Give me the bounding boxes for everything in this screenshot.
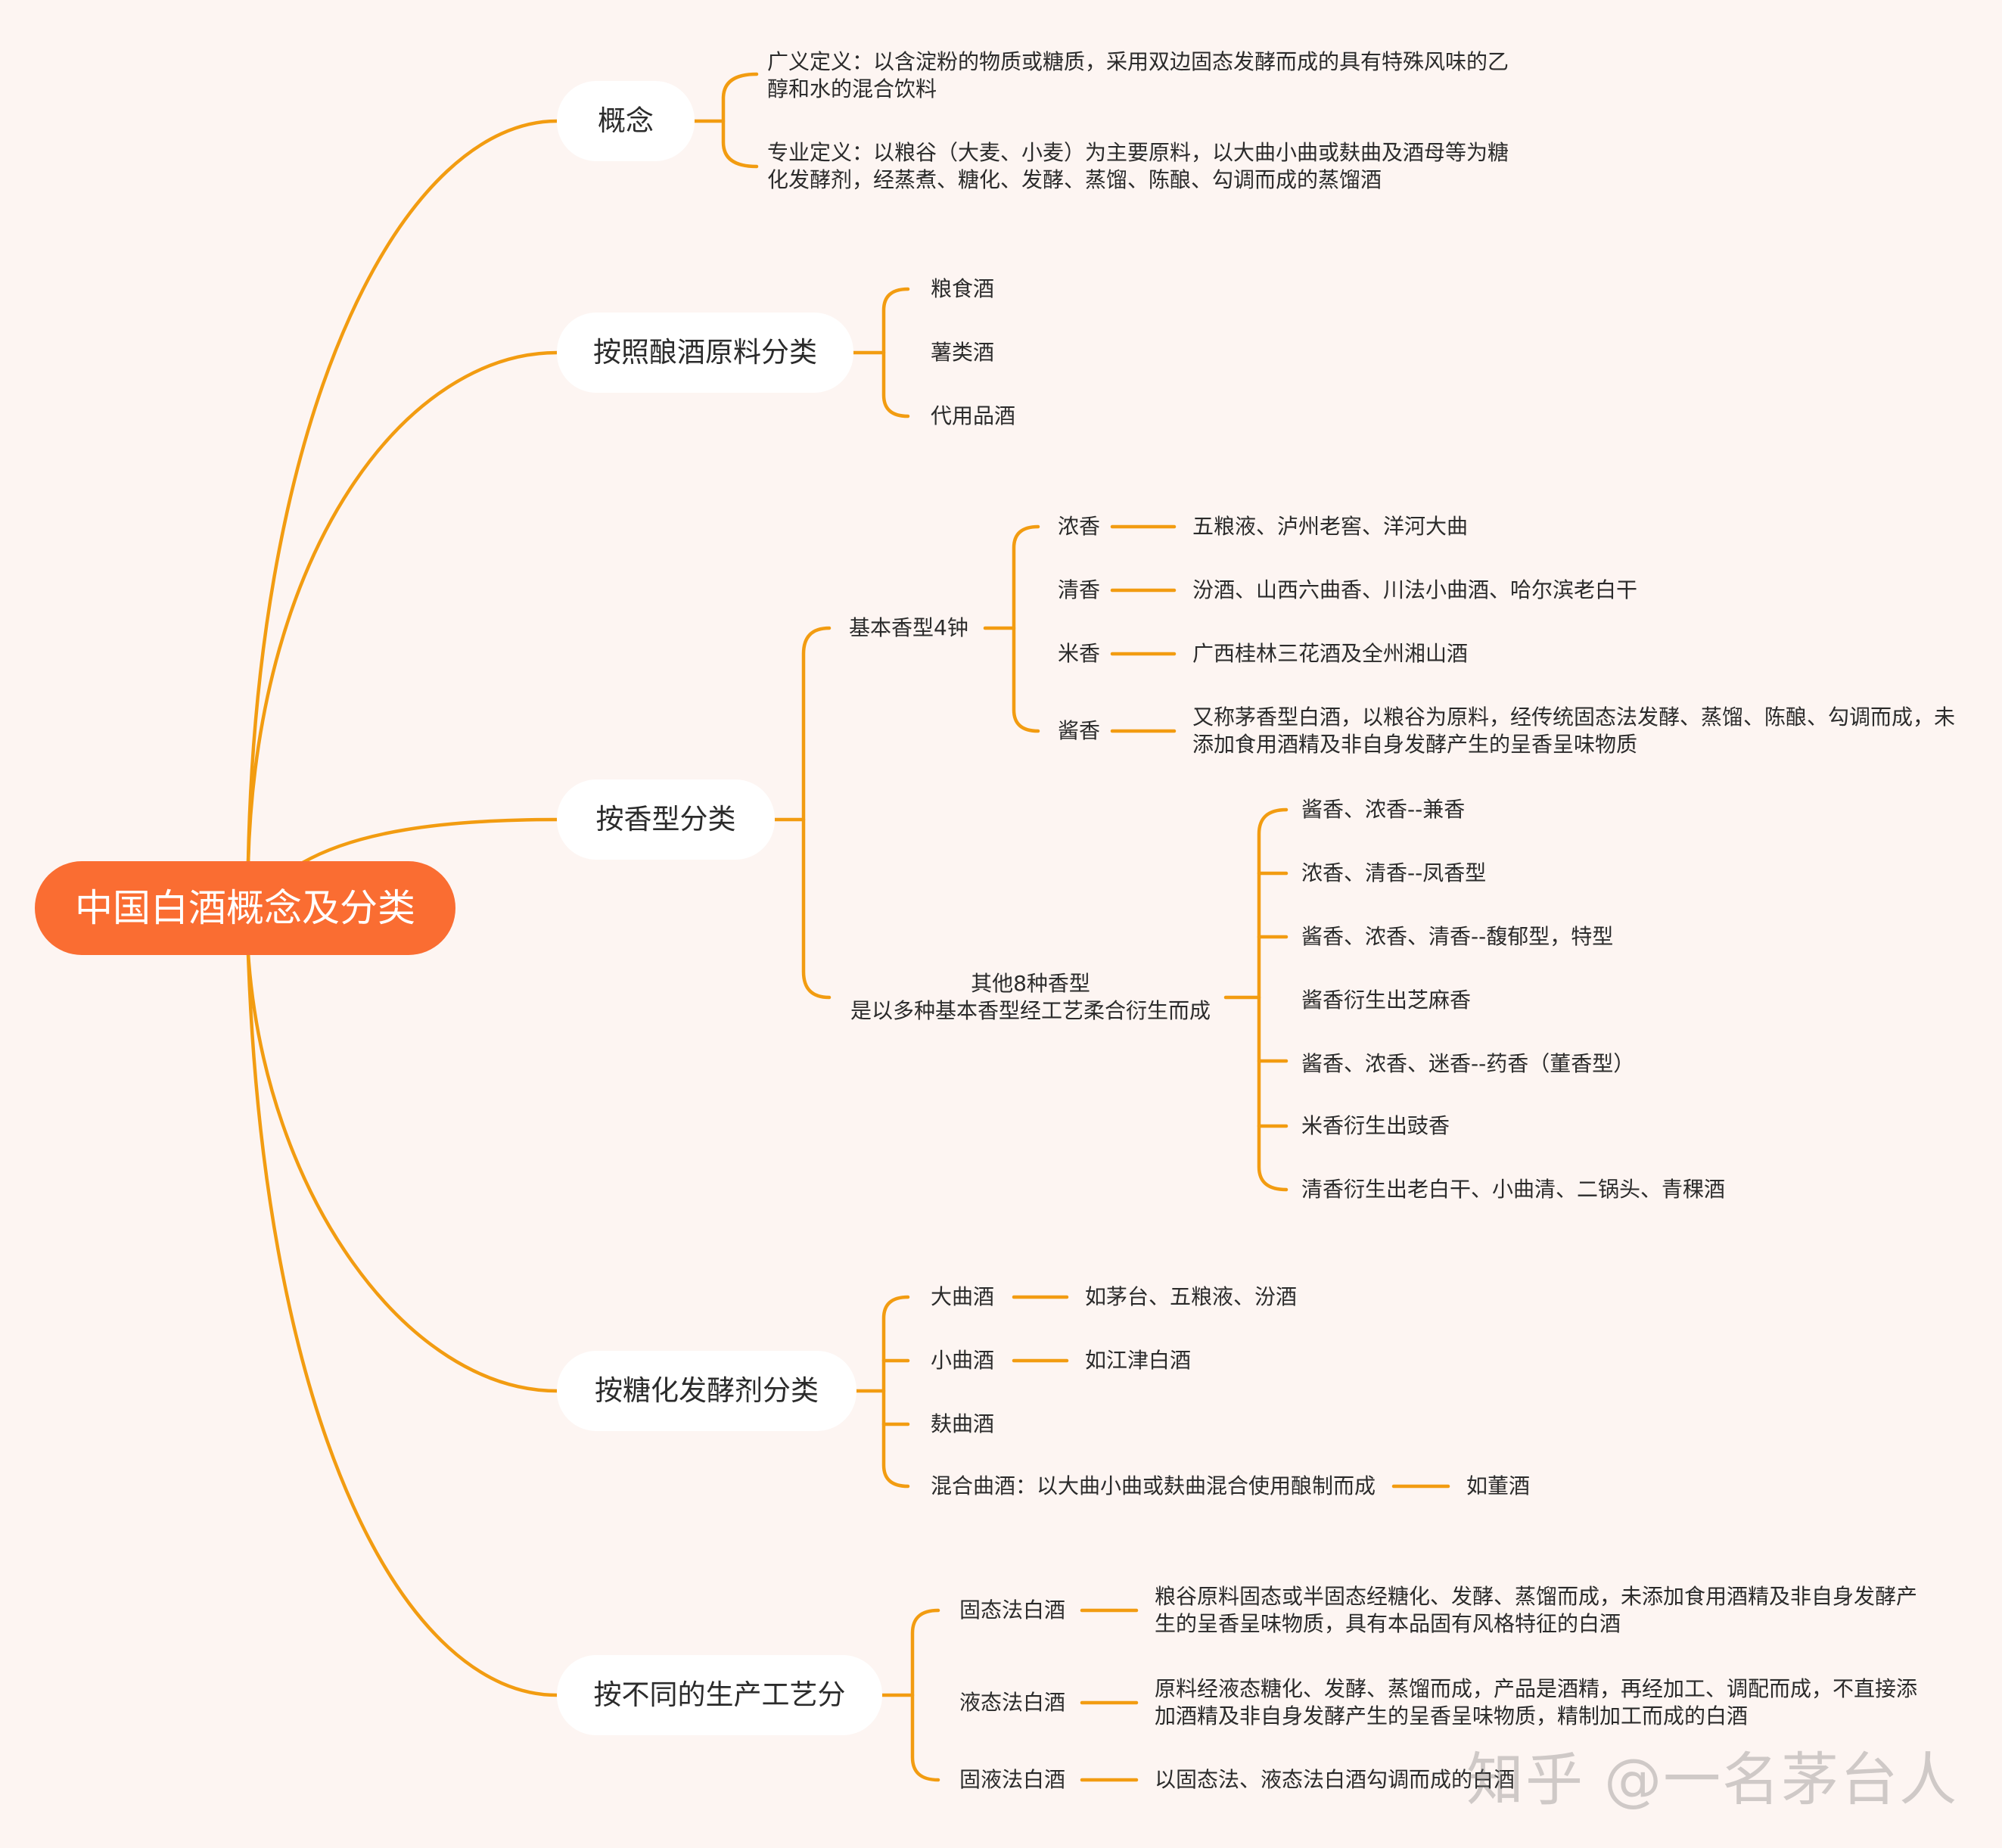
agent-label: 混合曲酒：以大曲小曲或麸曲混合使用酿制而成 [931, 1473, 1376, 1498]
aroma-label: 浓香 [1058, 514, 1101, 539]
other-aroma-group-subtitle: 是以多种基本香型经工艺柔合衍生而成 [850, 998, 1211, 1023]
aroma-label: 酱香 [1058, 718, 1101, 743]
process-note: 以固态法、液态法白酒勾调而成的白酒 [1155, 1767, 1515, 1792]
aroma-note: 又称茅香型白酒，以粮谷为原料，经传统固态法发酵、蒸馏、陈酿、勾调而成，未添加食用… [1192, 705, 1956, 757]
branch-saccharifying-agent[interactable]: 按糖化发酵剂分类 [557, 1351, 856, 1431]
other-aroma-item: 清香衍生出老白干、小曲清、二锅头、青稞酒 [1301, 1177, 1726, 1202]
aroma-note: 五粮液、泸州老窖、洋河大曲 [1192, 514, 1469, 539]
basic-aroma-group[interactable]: 基本香型4钟 [849, 615, 968, 640]
agent-note: 如董酒 [1466, 1473, 1531, 1498]
agent-label: 大曲酒 [931, 1284, 995, 1309]
agent-note: 如江津白酒 [1085, 1348, 1192, 1373]
concept-broad-definition: 广义定义：以含淀粉的物质或糖质，采用双边固态发酵而成的具有特殊风味的乙醇和水的混… [767, 49, 1509, 101]
concept-professional-definition: 专业定义：以粮谷（大麦、小麦）为主要原料，以大曲小曲或麸曲及酒母等为糖化发酵剂，… [767, 140, 1509, 192]
branch-concept[interactable]: 概念 [557, 81, 695, 161]
zhihu-watermark: 知乎 @一名茅台人 [1466, 1746, 1959, 1813]
root-node[interactable]: 中国白酒概念及分类 [35, 861, 455, 955]
other-aroma-item: 浓香、清香--凤香型 [1301, 860, 1487, 885]
branch-production-process[interactable]: 按不同的生产工艺分 [557, 1655, 882, 1735]
branch-raw-material[interactable]: 按照酿酒原料分类 [557, 313, 853, 393]
agent-label: 小曲酒 [931, 1348, 995, 1373]
raw-material-item: 代用品酒 [931, 403, 1016, 428]
process-note: 粮谷原料固态或半固态经糖化、发酵、蒸馏而成，未添加食用酒精及非自身发酵产生的呈香… [1155, 1584, 1918, 1636]
agent-note: 如茅台、五粮液、汾酒 [1085, 1284, 1298, 1309]
process-label: 固液法白酒 [959, 1767, 1066, 1792]
other-aroma-item: 酱香衍生出芝麻香 [1301, 988, 1472, 1013]
process-label: 固态法白酒 [959, 1598, 1066, 1622]
aroma-label: 清香 [1058, 577, 1101, 602]
raw-material-item: 粮食酒 [931, 276, 995, 301]
other-aroma-group-title[interactable]: 其他8种香型 [971, 971, 1090, 996]
process-note: 原料经液态糖化、发酵、蒸馏而成，产品是酒精，再经加工、调配而成，不直接添加酒精及… [1155, 1676, 1918, 1728]
process-label: 液态法白酒 [959, 1690, 1066, 1715]
raw-material-item: 薯类酒 [931, 340, 995, 365]
other-aroma-item: 米香衍生出豉香 [1301, 1113, 1450, 1138]
other-aroma-item: 酱香、浓香--兼香 [1301, 797, 1466, 822]
branch-aroma-type[interactable]: 按香型分类 [557, 779, 775, 860]
other-aroma-item: 酱香、浓香、清香--馥郁型，特型 [1301, 924, 1614, 949]
agent-label: 麸曲酒 [931, 1411, 995, 1436]
aroma-label: 米香 [1058, 641, 1101, 666]
other-aroma-item: 酱香、浓香、迷香--药香（董香型） [1301, 1051, 1635, 1076]
aroma-note: 汾酒、山西六曲香、川法小曲酒、哈尔滨老白干 [1192, 577, 1638, 602]
aroma-note: 广西桂林三花酒及全州湘山酒 [1192, 641, 1469, 666]
